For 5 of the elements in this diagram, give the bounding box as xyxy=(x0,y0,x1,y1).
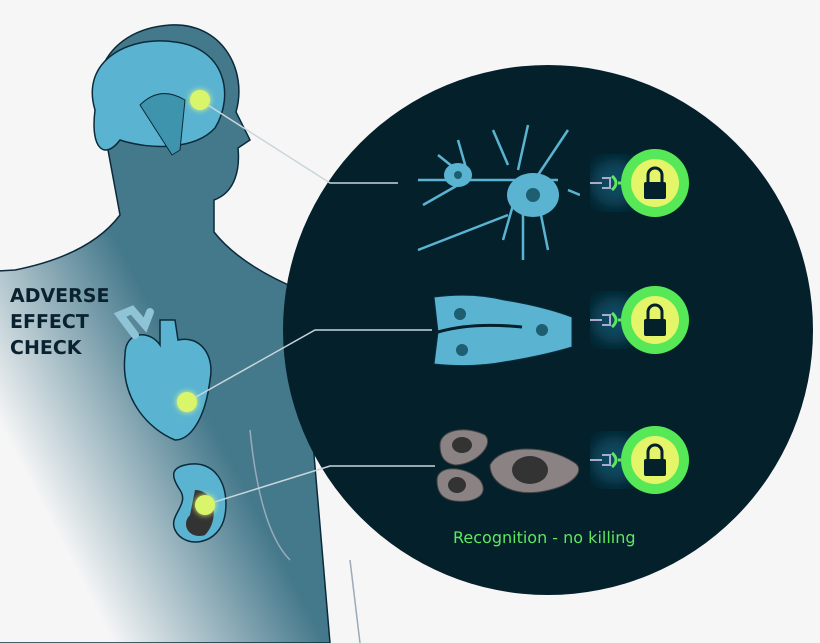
leader-line xyxy=(195,329,432,398)
leader-line xyxy=(208,104,398,184)
caption-text: Recognition - no killing xyxy=(453,528,636,547)
leader-line xyxy=(214,465,435,503)
heading-text: ADVERSE EFFECT CHECK xyxy=(10,284,110,361)
